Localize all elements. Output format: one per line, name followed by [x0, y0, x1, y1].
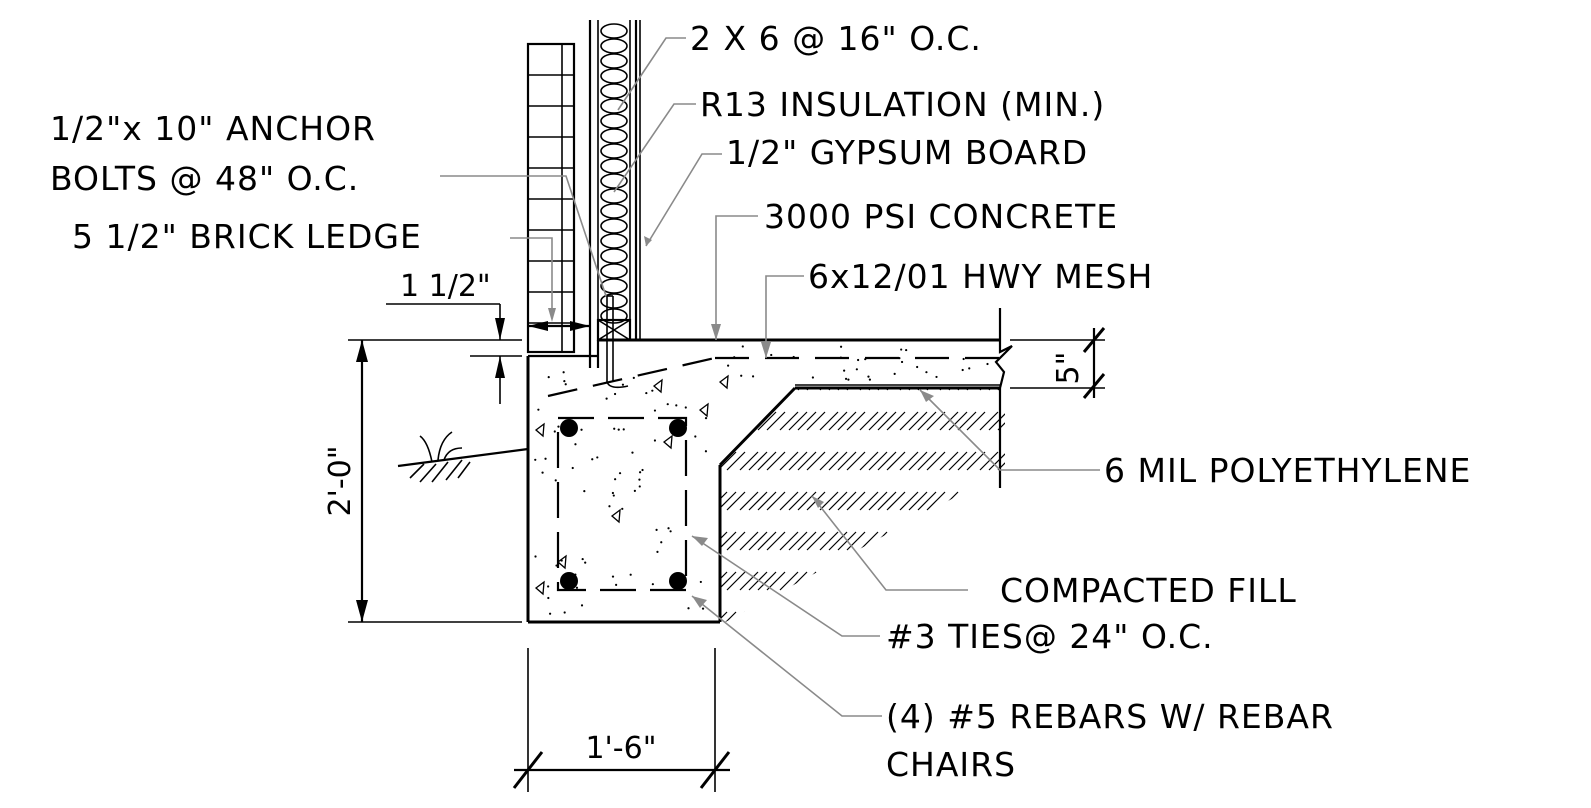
- label-rebar-line1: (4) #5 REBARS W/ REBAR: [886, 697, 1334, 736]
- rebar-top-left: [560, 419, 578, 437]
- label-gypsum-board: 1/2" GYPSUM BOARD: [726, 133, 1088, 172]
- label-brick-ledge: 5 1/2" BRICK LEDGE: [72, 217, 422, 256]
- label-footing-height: 2'-0": [323, 445, 358, 516]
- dimension-brick-ledge: [386, 303, 590, 404]
- compacted-fill-hatch: [720, 388, 1005, 625]
- dimension-footing-height: [348, 339, 522, 623]
- dimension-footing-width: [512, 648, 731, 792]
- dimension-slab-thickness: [1010, 327, 1106, 399]
- rebar-bottom-right: [669, 572, 687, 590]
- label-insulation: R13 INSULATION (MIN.): [700, 85, 1105, 124]
- label-ledge-dimension: 1 1/2": [400, 269, 491, 304]
- rebar-top-right: [669, 419, 687, 437]
- label-mesh: 6x12/01 HWY MESH: [808, 257, 1153, 296]
- label-slab-dimension: 5": [1051, 352, 1086, 385]
- label-studs: 2 X 6 @ 16" O.C.: [690, 19, 982, 58]
- grade-symbol: [397, 431, 529, 483]
- concrete-stipple: [534, 345, 989, 615]
- rebar-bottom-left: [560, 572, 578, 590]
- label-concrete: 3000 PSI CONCRETE: [764, 197, 1118, 236]
- stud-wall: [588, 20, 641, 389]
- label-polyethylene: 6 MIL POLYETHYLENE: [1104, 451, 1471, 490]
- label-anchor-bolts-line1: 1/2"x 10" ANCHOR: [50, 109, 376, 148]
- rebar-ties: [556, 416, 688, 592]
- label-rebar-line2: CHAIRS: [886, 745, 1016, 784]
- brick-veneer: [526, 42, 576, 354]
- leader-lines: [440, 37, 1100, 717]
- label-compacted-fill: COMPACTED FILL: [1000, 571, 1297, 610]
- label-ties: #3 TIES@ 24" O.C.: [886, 617, 1214, 656]
- footing-outline: [526, 308, 1013, 624]
- label-anchor-bolts-line2: BOLTS @ 48" O.C.: [50, 159, 359, 198]
- label-footing-width: 1'-6": [585, 731, 656, 766]
